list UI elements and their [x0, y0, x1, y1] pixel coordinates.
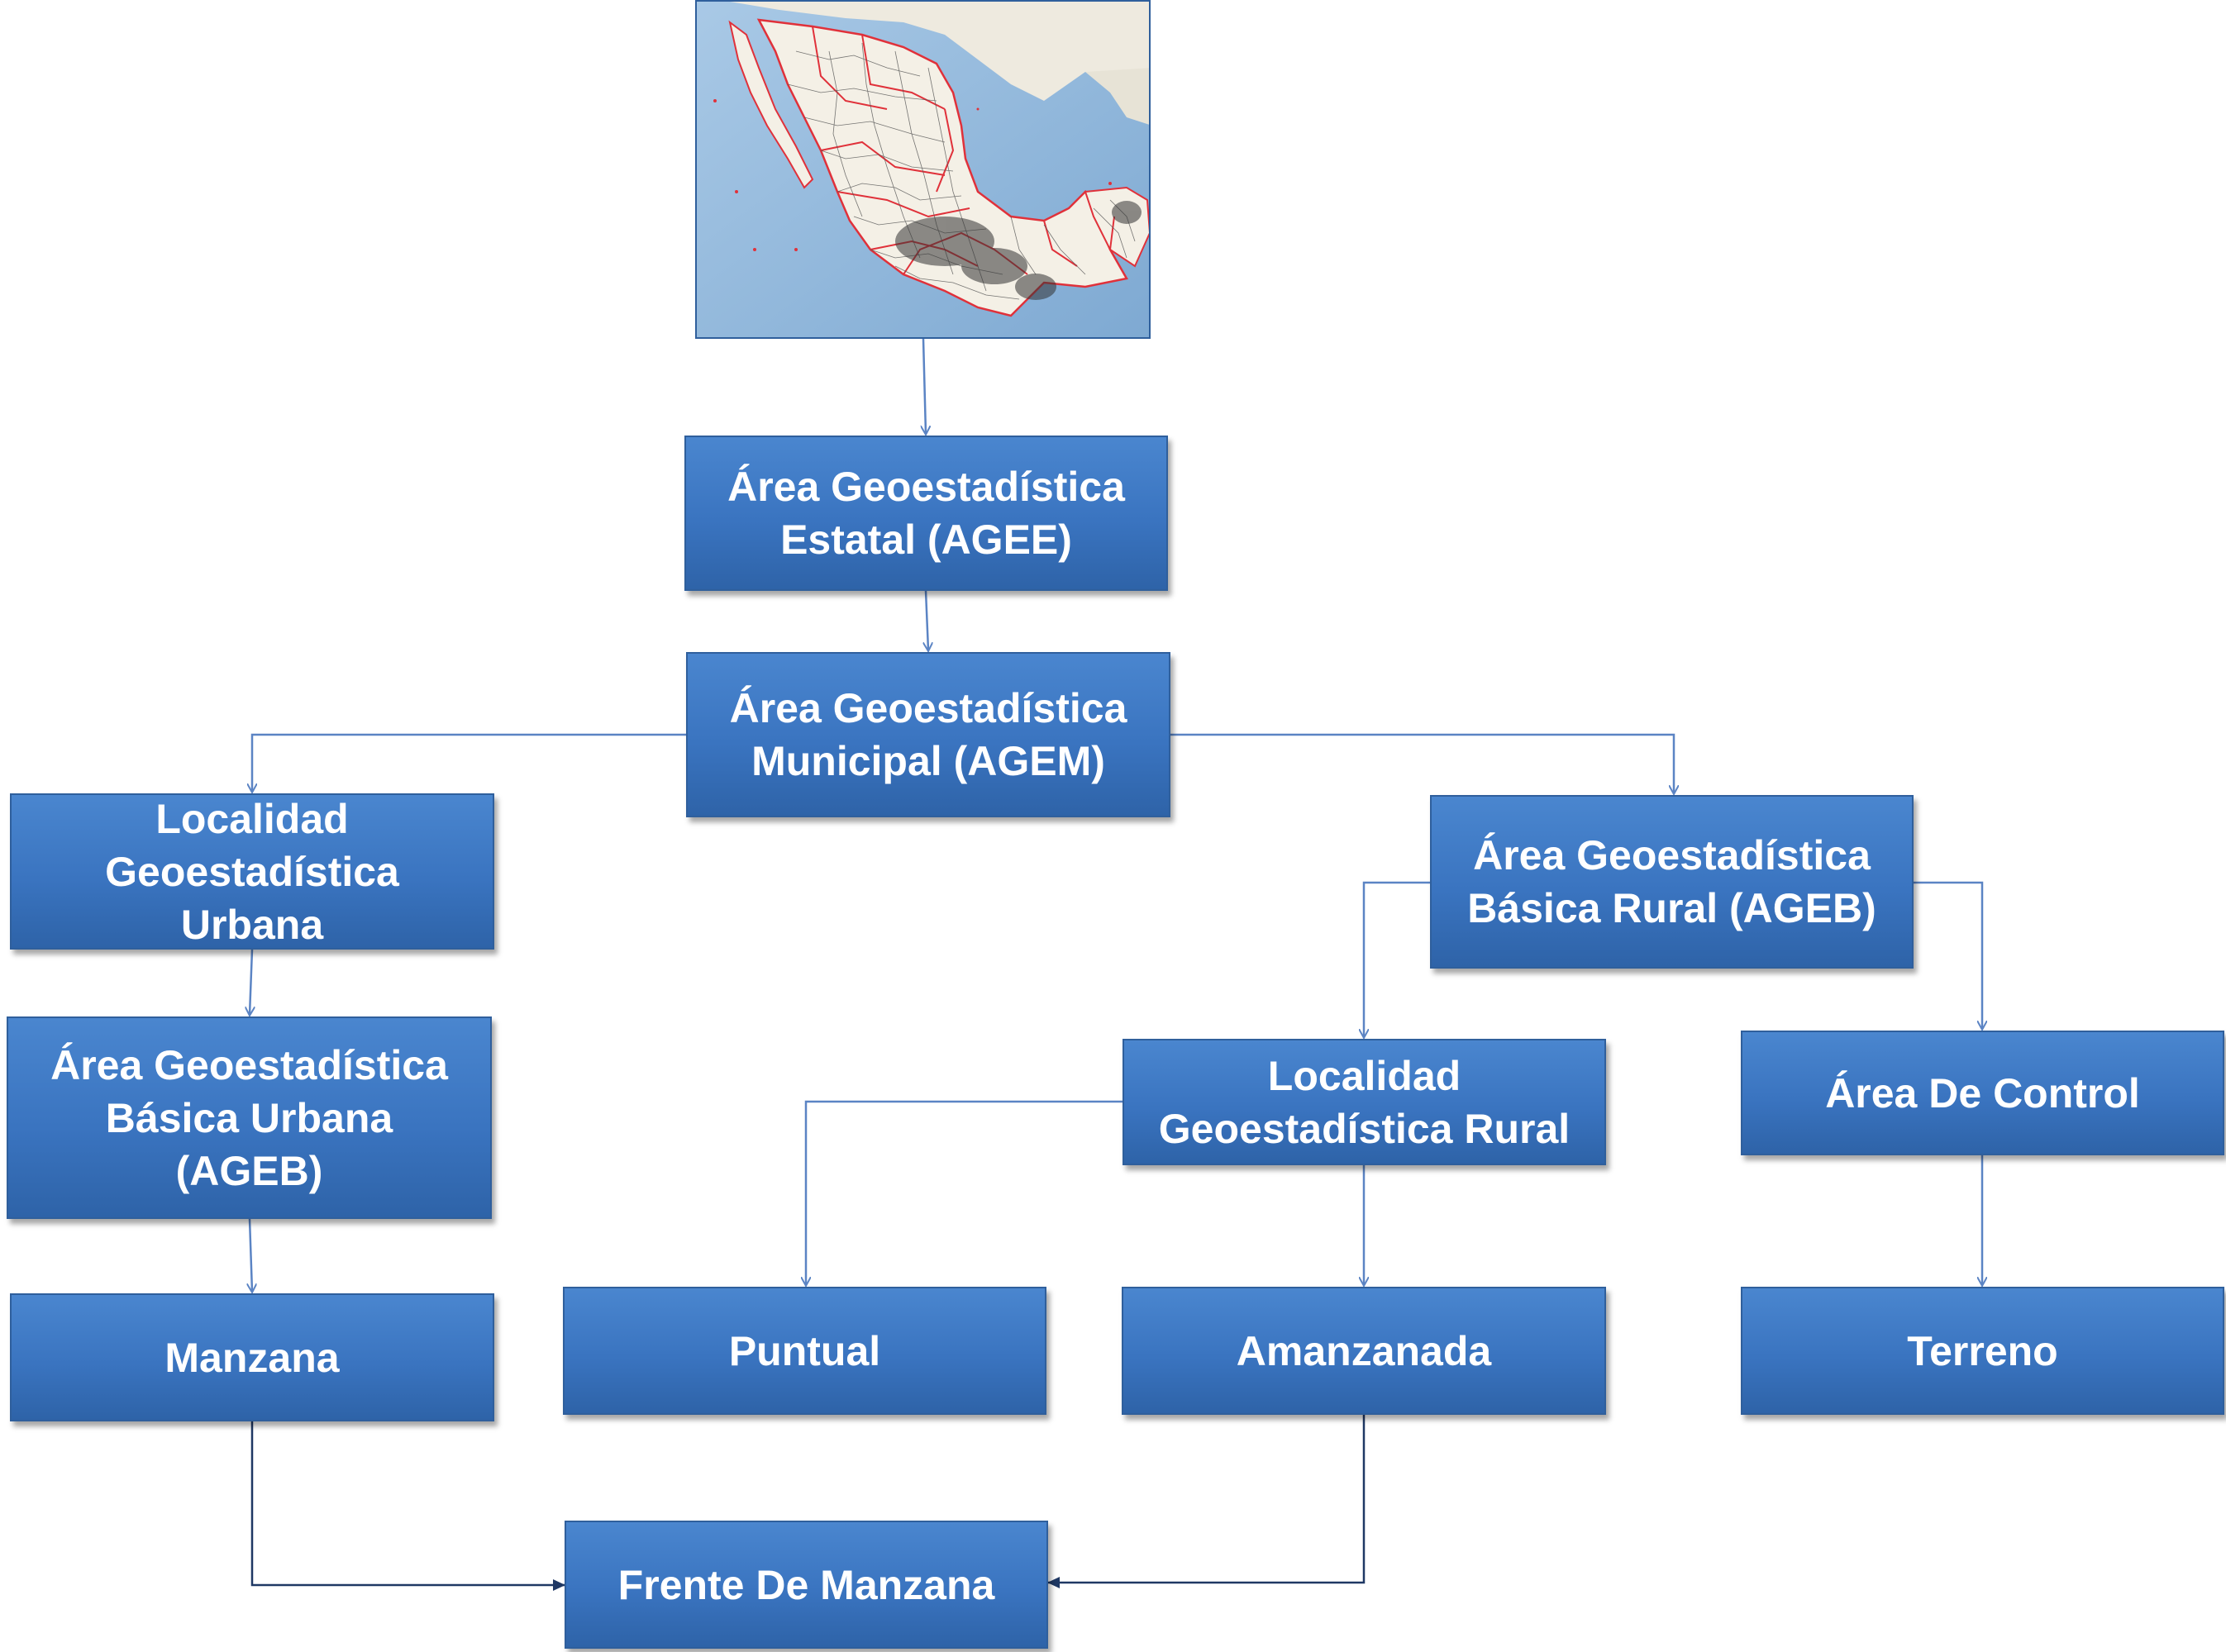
connector-agee-agem — [926, 590, 928, 650]
node-agee: Área Geoestadística Estatal (AGEE) — [684, 436, 1168, 591]
node-amanzanada: Amanzanada — [1122, 1287, 1606, 1415]
node-localidad-rural-label: Localidad Geoestadística Rural — [1158, 1052, 1571, 1152]
connector-agem-lgu — [252, 733, 686, 792]
connector-map-agee — [923, 338, 926, 434]
connector-lgu-ageb-urbana — [250, 949, 252, 1015]
node-frente-manzana: Frente De Manzana — [565, 1521, 1048, 1649]
node-ageb-urbana-label: Área Geoestadística Básica Urbana (AGEB) — [50, 1041, 448, 1194]
node-puntual: Puntual — [563, 1287, 1046, 1415]
node-area-control: Área De Control — [1741, 1031, 2224, 1155]
connector-manzana-frente — [250, 1421, 565, 1591]
connector-ageb-rural-area-control — [1914, 881, 1982, 1029]
map-svg — [697, 2, 1149, 337]
florida-land — [1085, 68, 1149, 125]
node-ageb-rural-label: Área Geoestadística Básica Rural (AGEB) — [1467, 832, 1876, 931]
node-terreno: Terreno — [1741, 1287, 2224, 1415]
node-terreno-label: Terreno — [1907, 1327, 2058, 1374]
dense-municipal-cluster — [895, 201, 1142, 300]
node-area-control-label: Área De Control — [1825, 1069, 2140, 1116]
node-amanzanada-label: Amanzanada — [1236, 1327, 1492, 1374]
node-localidad-urbana-label: Localidad Geoestadística Urbana — [105, 795, 399, 948]
node-puntual-label: Puntual — [728, 1327, 881, 1374]
node-ageb-rural: Área Geoestadística Básica Rural (AGEB) — [1430, 795, 1914, 969]
node-frente-manzana-label: Frente De Manzana — [617, 1561, 995, 1608]
node-agem-label: Área Geoestadística Municipal (AGEM) — [729, 685, 1127, 784]
node-agee-label: Área Geoestadística Estatal (AGEE) — [727, 464, 1125, 563]
usa-land — [697, 2, 1149, 101]
connector-ageb-urbana-manzana — [250, 1218, 252, 1292]
islands — [713, 99, 1112, 251]
baja-california — [728, 20, 814, 189]
node-agem: Área Geoestadística Municipal (AGEM) — [686, 652, 1170, 817]
connector-lgr-puntual — [806, 1100, 1123, 1285]
node-localidad-urbana: Localidad Geoestadística Urbana — [10, 793, 494, 950]
connector-amanzanada-frente — [1047, 1415, 1366, 1588]
node-localidad-rural: Localidad Geoestadística Rural — [1123, 1039, 1606, 1165]
node-manzana-label: Manzana — [164, 1334, 340, 1381]
mexico-map-image — [695, 0, 1151, 339]
node-ageb-urbana: Área Geoestadística Básica Urbana (AGEB) — [7, 1016, 492, 1219]
node-manzana: Manzana — [10, 1293, 494, 1421]
connector-agem-ageb-rural — [1170, 733, 1674, 793]
connector-ageb-rural-lgr — [1364, 881, 1430, 1037]
